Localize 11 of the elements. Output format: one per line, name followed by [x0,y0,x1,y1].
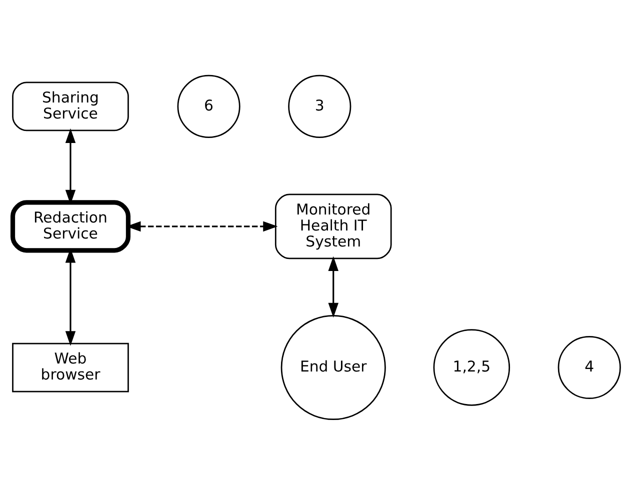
node-circle: 3 [288,74,352,138]
node-box: Web browser [12,342,129,392]
node-circle: 1,2,5 [433,328,510,406]
node-circle: End User [280,314,386,420]
node-box: Monitored Health IT System [274,193,392,259]
node-circle: 6 [177,74,240,138]
node-box: Redaction Service [10,200,130,252]
node-box: Sharing Service [12,81,129,131]
arrow [65,248,76,346]
arrow [328,256,338,318]
node-circle: 4 [558,335,621,399]
